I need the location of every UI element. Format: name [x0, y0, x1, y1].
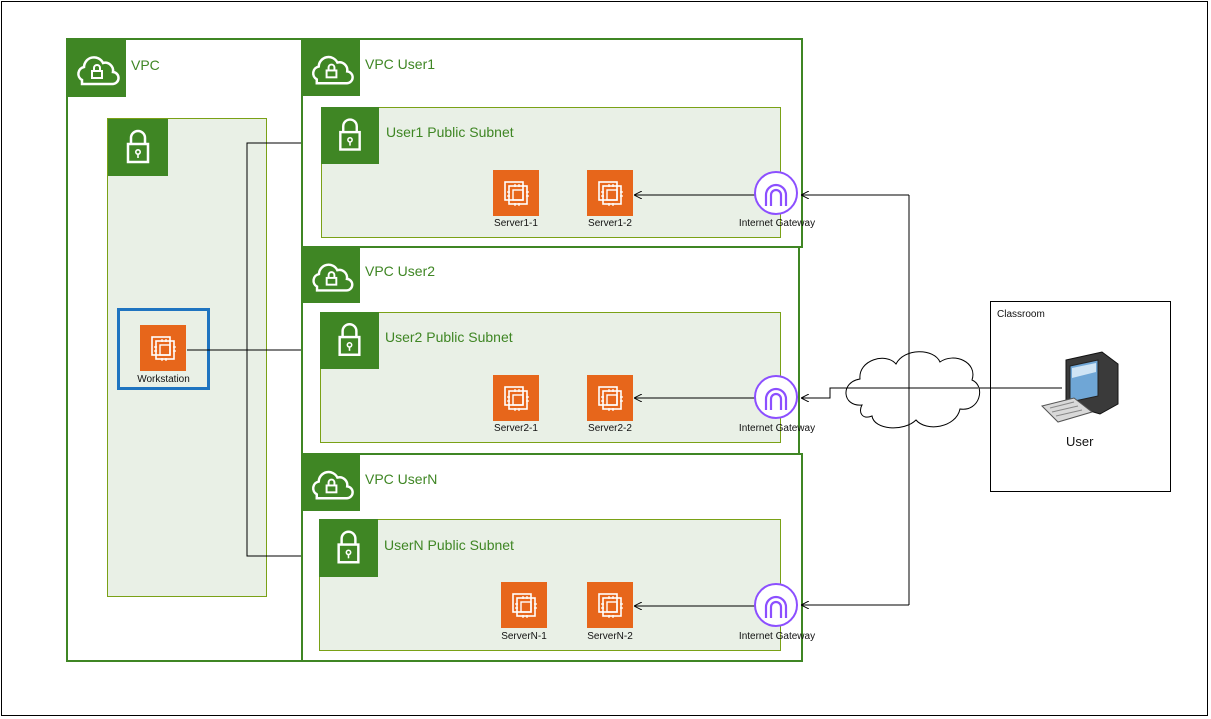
- usern-subnet-title: UserN Public Subnet: [384, 537, 514, 553]
- server2-2-ec2-icon[interactable]: [587, 375, 633, 421]
- server2-1-label: Server2-1: [494, 423, 538, 434]
- workstation-subnet: [107, 118, 267, 597]
- vpc-usern-title: VPC UserN: [365, 471, 438, 487]
- usern-subnet-padlock-icon: [319, 519, 378, 577]
- workstation-chip-icon: [151, 336, 177, 362]
- workstation-links: [187, 142, 301, 557]
- servern-1-chip-icon: [512, 593, 538, 619]
- workstation-ec2-icon: [140, 325, 186, 371]
- usern-public-subnet: [319, 519, 781, 651]
- vpc-user2-cloud-icon: [303, 248, 360, 303]
- gateway3-label: Internet Gateway: [738, 631, 816, 642]
- gateway2-label: Internet Gateway: [738, 423, 816, 434]
- server1-2-ec2-icon[interactable]: [587, 170, 633, 216]
- vpc-title: VPC: [131, 57, 160, 73]
- padlock-icon: [108, 119, 168, 176]
- vpc-user1-cloud-icon: [303, 40, 360, 96]
- server2-2-chip-icon: [598, 386, 624, 412]
- server2-2-label: Server2-2: [588, 423, 632, 434]
- gateway1-label: Internet Gateway: [738, 218, 816, 229]
- internet-gateway-3-icon[interactable]: [753, 582, 799, 628]
- user2-subnet-padlock-icon: [320, 312, 379, 369]
- server2-1-chip-icon: [504, 386, 530, 412]
- internet-gateway-1-icon[interactable]: [753, 170, 799, 216]
- user2-public-subnet: [320, 312, 781, 443]
- servern-1-label: ServerN-1: [501, 631, 547, 642]
- server2-1-ec2-icon[interactable]: [493, 375, 539, 421]
- user1-subnet-padlock-icon: [321, 107, 379, 164]
- vpc-user2-title: VPC User2: [365, 263, 436, 279]
- workstation-node[interactable]: [117, 308, 210, 390]
- internet-gateway-2-icon[interactable]: [753, 374, 799, 420]
- servern-2-chip-icon: [598, 593, 624, 619]
- user1-subnet-title: User1 Public Subnet: [386, 124, 514, 140]
- servern-2-label: ServerN-2: [587, 631, 633, 642]
- servern-1-ec2-icon[interactable]: [501, 582, 547, 628]
- user2-subnet-title: User2 Public Subnet: [385, 329, 513, 345]
- server1-1-ec2-icon[interactable]: [493, 170, 539, 216]
- servern-2-ec2-icon[interactable]: [587, 582, 633, 628]
- vpc-usern-cloud-icon: [303, 455, 360, 511]
- user-label: User: [1066, 434, 1094, 449]
- desktop-computer-icon[interactable]: [1041, 351, 1119, 423]
- server1-1-chip-icon: [504, 181, 530, 207]
- workstation-label: Workstation: [137, 374, 190, 385]
- vpc-cloud-icon: [68, 40, 126, 97]
- internet-cloud-icon: [845, 351, 981, 429]
- server1-2-chip-icon: [598, 181, 624, 207]
- classroom-title: Classroom: [997, 309, 1045, 320]
- server1-2-label: Server1-2: [588, 218, 632, 229]
- gateway-arrows: [635, 195, 755, 606]
- server1-1-label: Server1-1: [494, 218, 538, 229]
- vpc-user1-title: VPC User1: [365, 56, 436, 72]
